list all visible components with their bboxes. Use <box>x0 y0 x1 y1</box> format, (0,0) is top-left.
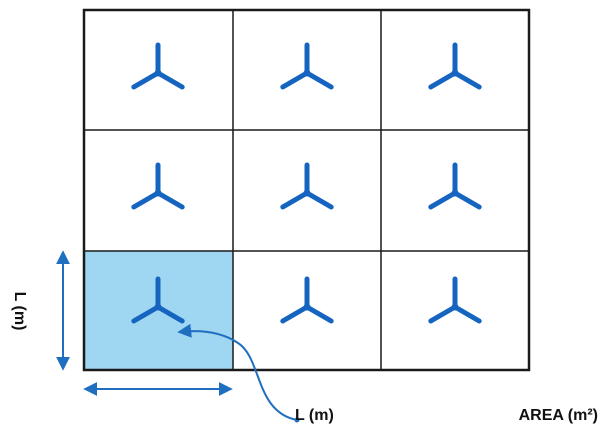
wind-turbine-icon <box>280 162 334 210</box>
turbine-hub <box>451 189 459 197</box>
wind-turbine-icon <box>131 276 185 324</box>
turbine-hub <box>303 189 311 197</box>
turbine-array <box>131 42 482 324</box>
wind-turbine-icon <box>428 162 482 210</box>
turbine-blade <box>131 304 161 324</box>
turbine-blade <box>428 304 458 324</box>
turbine-hub <box>154 69 162 77</box>
wind-turbine-icon <box>428 276 482 324</box>
curved-pointer-arrow <box>177 323 298 421</box>
turbine-blade <box>304 190 334 210</box>
area-label: AREA (m²) <box>519 407 598 424</box>
grid-outer-border <box>82 8 531 372</box>
highlighted-cell <box>84 251 233 370</box>
turbine-blade <box>452 70 482 90</box>
turbine-blade <box>428 190 458 210</box>
turbine-hub <box>451 303 459 311</box>
turbine-blade <box>155 70 185 90</box>
turbine-hub <box>451 69 459 77</box>
turbine-blade <box>452 190 482 210</box>
turbine-blade <box>131 70 161 90</box>
wind-turbine-icon <box>280 276 334 324</box>
turbine-blade <box>428 70 458 90</box>
turbine-blade <box>280 190 310 210</box>
wind-turbine-icon <box>428 42 482 90</box>
side-length-label-vertical: L (m) <box>11 292 28 331</box>
turbine-blade <box>280 304 310 324</box>
grid <box>82 8 531 372</box>
turbine-hub <box>154 189 162 197</box>
turbine-blade <box>452 304 482 324</box>
turbine-hub <box>154 303 162 311</box>
turbine-blade <box>155 190 185 210</box>
side-length-label-horizontal: L (m) <box>295 407 334 424</box>
turbine-blade <box>304 304 334 324</box>
turbine-blade <box>155 304 185 324</box>
turbine-blade <box>304 70 334 90</box>
pointer-origin-dot <box>294 417 300 423</box>
wind-turbine-icon <box>131 42 185 90</box>
wind-turbine-icon <box>131 162 185 210</box>
turbine-blade <box>131 190 161 210</box>
turbine-hub <box>303 69 311 77</box>
turbine-blade <box>280 70 310 90</box>
turbine-hub <box>303 303 311 311</box>
wind-turbine-icon <box>280 42 334 90</box>
